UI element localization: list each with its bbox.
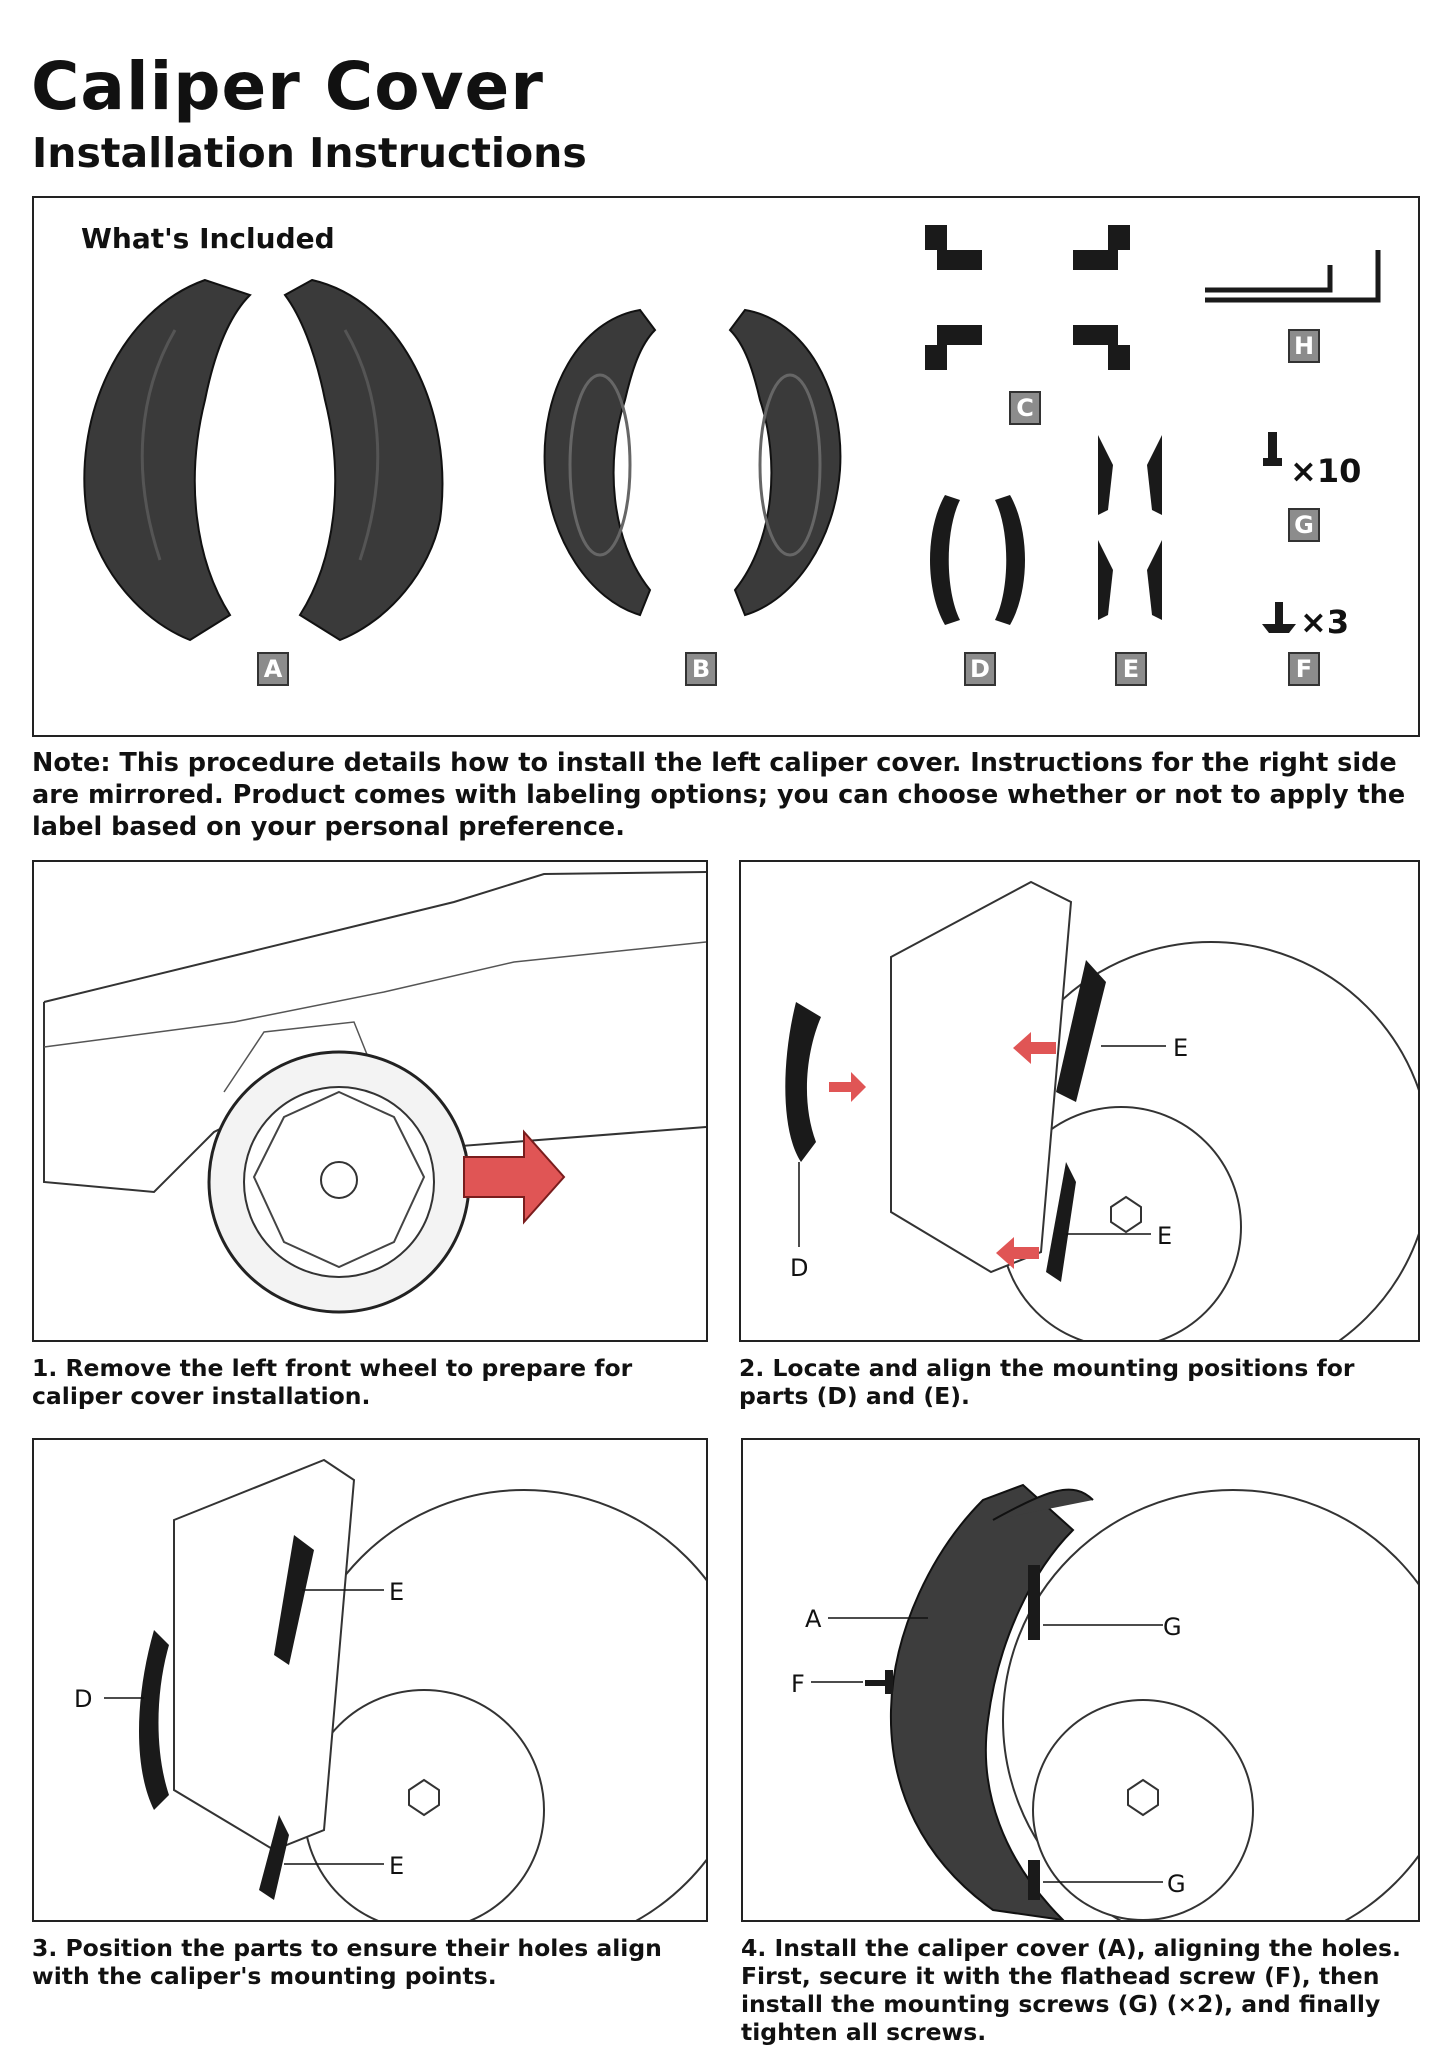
whats-included-box [32, 196, 1420, 737]
part-e-lower [1046, 1162, 1076, 1282]
tag-b: B [685, 652, 717, 686]
step-2-image: E D E [739, 860, 1432, 1383]
tag-h: H [1288, 329, 1320, 363]
step-4-image: A G F G [741, 1438, 1448, 1951]
step-1-image [32, 860, 708, 1342]
callout-a: A [805, 1605, 822, 1633]
tag-a: A [257, 652, 289, 686]
part-a-right-half [283, 278, 444, 642]
part-d-illustration [930, 495, 1025, 625]
remove-arrow [463, 1129, 566, 1225]
step-3-image: E D E [32, 1438, 755, 1951]
step-2-caption: 2. Locate and align the mounting positio… [739, 1354, 1355, 1410]
arrow-e-lower [996, 1237, 1039, 1269]
tag-g: G [1288, 508, 1320, 542]
part-b-left-half [543, 308, 657, 617]
part-e-lower [259, 1815, 289, 1900]
tag-d: D [964, 652, 996, 686]
callout-f: F [791, 1670, 805, 1698]
part-a-illustration [83, 278, 444, 642]
part-g-quantity: ×10 [1290, 452, 1362, 490]
arrow-d [829, 1072, 866, 1102]
step-4-caption: 4. Install the caliper cover (A), aligni… [741, 1934, 1401, 2046]
whats-included-heading: What's Included [81, 222, 335, 255]
part-c-illustration [925, 225, 1130, 370]
part-e-upper [1056, 960, 1106, 1102]
part-d-dark [139, 1630, 169, 1810]
part-f-screw-icon [1262, 602, 1296, 633]
tag-f: F [1288, 652, 1320, 686]
callout-e-lower: E [1157, 1222, 1172, 1250]
step-1-caption: 1. Remove the left front wheel to prepar… [32, 1354, 633, 1410]
callout-e-upper: E [1173, 1034, 1188, 1062]
callout-d: D [74, 1685, 92, 1713]
part-d-dark [785, 1002, 821, 1162]
step-3-caption: 3. Position the parts to ensure their ho… [32, 1934, 662, 1990]
part-f-quantity: ×3 [1300, 603, 1350, 641]
page-subtitle: Installation Instructions [32, 129, 587, 177]
part-h-illustration [1205, 250, 1381, 303]
tag-e: E [1115, 652, 1147, 686]
installation-note: Note: This procedure details how to inst… [32, 748, 1406, 842]
screw-f [865, 1670, 893, 1694]
callout-e-lower: E [389, 1852, 404, 1880]
part-b-illustration [543, 308, 842, 617]
part-a-left-half [83, 278, 252, 642]
parts-illustration [83, 225, 1381, 642]
caliper-outline [890, 880, 1073, 1274]
part-e-upper [274, 1535, 314, 1665]
callout-e-upper: E [389, 1578, 404, 1606]
part-b-right-half [728, 308, 842, 617]
caliper-outline [173, 1458, 356, 1852]
screw-g-upper [1028, 1565, 1040, 1640]
part-g-screw-icon [1263, 432, 1282, 466]
arrow-e-upper [1013, 1032, 1056, 1064]
part-e-illustration [1098, 435, 1162, 620]
callout-d: D [790, 1254, 808, 1282]
tag-c: C [1009, 391, 1041, 425]
page-title: Caliper Cover [31, 48, 544, 125]
screw-g-lower [1028, 1860, 1040, 1900]
callout-g-lower: G [1167, 1870, 1186, 1898]
callout-g-upper: G [1163, 1613, 1182, 1641]
